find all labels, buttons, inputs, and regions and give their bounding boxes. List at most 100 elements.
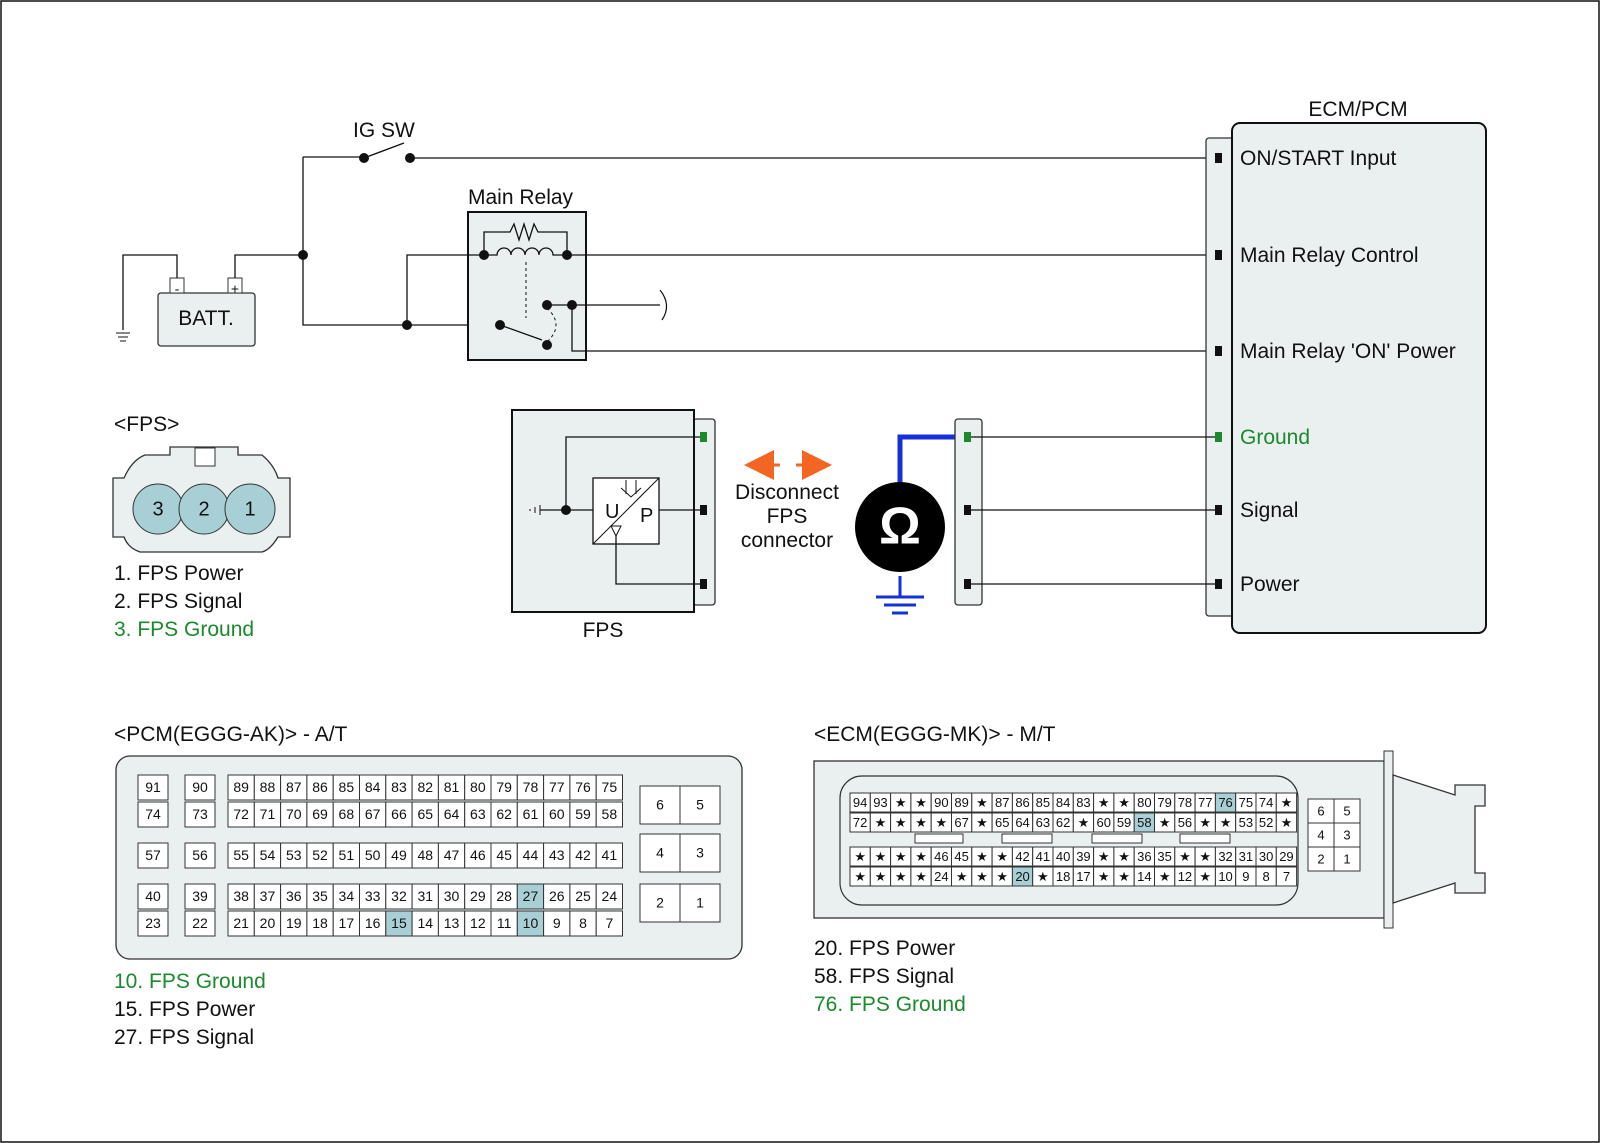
pcm-pin-number: 78 <box>523 779 539 795</box>
pcm-pin-number: 9 <box>553 915 561 931</box>
ecm-pin-label: Main Relay 'ON' Power <box>1240 340 1456 363</box>
disconnect-text-3: connector <box>741 529 833 552</box>
pcm-pin-number: 49 <box>391 847 407 863</box>
pcm-pin-number: 45 <box>496 847 512 863</box>
ecm-pin-number: 77 <box>1198 795 1212 810</box>
ecm-pin-number: ★ <box>1118 849 1130 864</box>
ecm-pin-number: 90 <box>934 795 948 810</box>
ecm-title: <ECM(EGGG-MK)> - M/T <box>814 723 1056 746</box>
relay-coil <box>484 247 567 256</box>
pcm-pin-cell <box>490 910 518 937</box>
pcm-pin-number: 56 <box>192 847 208 863</box>
pcm-pin-number: 28 <box>496 888 512 904</box>
ecm-pin-number: 76 <box>1218 795 1232 810</box>
main-relay <box>467 211 587 361</box>
ecm-pin-number: 40 <box>1056 849 1070 864</box>
pcm-pin-number: 62 <box>496 806 512 822</box>
pcm-pin-number: 10 <box>523 915 539 931</box>
pcm-pin-number: 87 <box>286 779 302 795</box>
pcm-pin-number: 11 <box>497 915 512 931</box>
pcm-pin-cell <box>184 801 216 828</box>
pcm-pin-cell <box>411 842 439 869</box>
pcm-pin-cell <box>137 910 169 937</box>
pcm-pin-cell <box>306 801 334 828</box>
pcm-pin-cell <box>385 801 413 828</box>
pcm-pin-number: 46 <box>470 847 486 863</box>
pcm-pin-number: 18 <box>312 915 328 931</box>
pcm-pin-number: 48 <box>417 847 433 863</box>
ecm-pin-number: ★ <box>996 869 1008 884</box>
pcm-pin-cell <box>464 910 492 937</box>
ecm-pin-number: 17 <box>1076 869 1090 884</box>
ecm-pin-label: Power <box>1240 573 1300 596</box>
ecm-legend-2: 58. FPS Signal <box>814 965 954 988</box>
ecm-pin-number: ★ <box>1098 869 1110 884</box>
ecm-pin-number: ★ <box>936 815 948 830</box>
ecm-pin-number: 41 <box>1036 849 1050 864</box>
pcm-pin-cell <box>253 801 282 828</box>
pcm-pin-number: 15 <box>391 915 407 931</box>
ecm-pin-number: 53 <box>1239 815 1253 830</box>
ecm-pin-number: 64 <box>1015 815 1029 830</box>
pcm-side-pin-cell <box>639 785 681 825</box>
pcm-pin-number: 63 <box>470 806 486 822</box>
pcm-pin-cell <box>464 842 492 869</box>
pcm-pin-cell <box>569 883 597 910</box>
pcm-pin-number: 58 <box>602 806 618 822</box>
ecm-side-pin-cell <box>1333 822 1361 848</box>
pcm-pin-number: 82 <box>417 779 433 795</box>
ecm-pin-number: 60 <box>1097 815 1111 830</box>
pcm-pin-cell <box>137 883 169 910</box>
pcm-pin-number: 55 <box>233 847 249 863</box>
ecm-pin-number: ★ <box>1220 815 1232 830</box>
ecm-pin-number: 9 <box>1242 869 1249 884</box>
pcm-pin-cell <box>227 842 255 869</box>
pcm-pin-number: 44 <box>523 847 539 863</box>
fps-pin-3: 3 <box>152 498 163 520</box>
ecm-side-pin-number: 3 <box>1343 827 1350 842</box>
pcm-pin-number: 61 <box>523 806 539 822</box>
ecm-pin-number: 72 <box>853 815 867 830</box>
ecm-pcm-module <box>1231 122 1487 634</box>
pcm-pin-cell <box>411 801 439 828</box>
pcm-pin-number: 88 <box>260 779 276 795</box>
pcm-side-pin-cell <box>679 883 721 923</box>
battery-negative-mark: - <box>175 281 180 297</box>
pcm-pin-cell <box>464 801 492 828</box>
ecm-pin-number: 18 <box>1056 869 1070 884</box>
ecm-pin-number: 35 <box>1157 849 1171 864</box>
ecm-pin-number: 7 <box>1283 869 1290 884</box>
ecm-pin-number: ★ <box>1199 815 1211 830</box>
pcm-pin-cell <box>411 883 439 910</box>
pcm-side-pin-number: 4 <box>656 845 664 861</box>
ecm-pin-terminal <box>1215 505 1222 515</box>
pcm-pin-cell <box>385 883 413 910</box>
pcm-pin-number: 76 <box>575 779 591 795</box>
pcm-pin-cell <box>137 801 169 828</box>
pcm-pin-number: 16 <box>365 915 381 931</box>
ecm-pin-number: 46 <box>934 849 948 864</box>
pcm-pin-number: 35 <box>312 888 328 904</box>
pcm-pin-cell <box>227 774 255 801</box>
pcm-pin-number: 51 <box>339 847 355 863</box>
pcm-pin-cell <box>306 842 334 869</box>
pcm-pin-number: 31 <box>417 888 433 904</box>
pcm-pin-number: 67 <box>365 806 381 822</box>
ohm-symbol: Ω <box>879 498 921 556</box>
ecm-pin-number: 24 <box>934 869 948 884</box>
ecm-pin-number: ★ <box>915 849 927 864</box>
pcm-pin-cell <box>569 774 597 801</box>
ecm-side-pin-number: 1 <box>1343 851 1350 866</box>
ecm-pin-number: ★ <box>1159 815 1171 830</box>
pcm-pin-number: 24 <box>602 888 618 904</box>
pcm-pin-cell <box>437 883 466 910</box>
ecm-pin-number: 89 <box>954 795 968 810</box>
ecm-pin-number: ★ <box>854 849 866 864</box>
ecm-pin-number: ★ <box>854 869 866 884</box>
sensor-ground-icon <box>529 505 541 515</box>
pcm-pin-number: 12 <box>470 915 486 931</box>
pcm-pin-number: 50 <box>365 847 381 863</box>
pcm-pin-cell <box>411 910 439 937</box>
pcm-pin-cell <box>184 774 216 801</box>
